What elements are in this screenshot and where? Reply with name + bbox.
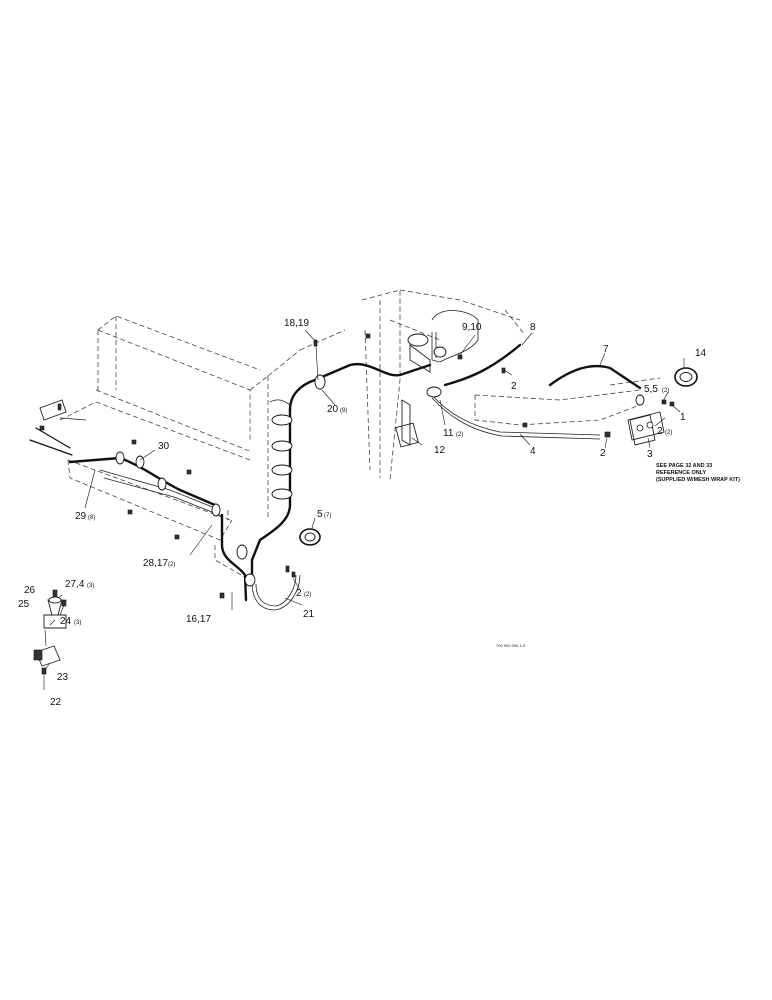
grease-fitting — [291, 571, 296, 578]
callout-27-4: 27,4 — [65, 579, 85, 590]
callout-25: 25 — [18, 599, 30, 610]
callout-29: 29 — [75, 511, 87, 522]
grease-hose-far-left — [29, 427, 73, 456]
callout-5-qty: (7) — [324, 513, 331, 519]
callout-5-5: 5,5 — [644, 384, 658, 395]
callout-7: 7 — [603, 344, 609, 355]
callout-2: 2 — [511, 381, 517, 392]
grease-hose-lower — [220, 513, 248, 602]
reference-note-line-3: (SUPPLIED W/MESH WRAP KIT) — [656, 477, 740, 483]
callout-2-right-qty: (2) — [665, 430, 672, 436]
hose-clamp — [407, 333, 429, 347]
callout-14: 14 — [695, 348, 707, 359]
grease-fitting — [365, 333, 371, 339]
callout-5: 5 — [317, 509, 323, 520]
machine-frame-outline — [59, 289, 661, 581]
grease-fitting — [219, 592, 225, 599]
callout-30: 30 — [158, 441, 170, 452]
grease-fitting — [285, 565, 290, 573]
drawing-number: 700 902 000-1-0 — [496, 643, 526, 648]
callout-12: 12 — [434, 445, 446, 456]
leader-lines — [45, 329, 685, 669]
callout-21: 21 — [303, 609, 315, 620]
grease-fitting — [522, 422, 528, 428]
grease-fitting — [174, 534, 180, 540]
callout-24: 24 — [60, 616, 72, 627]
grease-fitting — [457, 354, 463, 360]
washers — [299, 367, 698, 546]
grease-fitting — [39, 425, 45, 431]
reference-note-line-2: REFERENCE ONLY — [656, 470, 707, 476]
callout-28-17: 28,17 — [143, 558, 168, 569]
hose-clamp — [433, 346, 447, 358]
callout-3: 3 — [647, 449, 653, 460]
callout-11: 11 — [443, 428, 454, 439]
callout-8: 8 — [530, 322, 536, 333]
hose-clamp — [236, 544, 248, 560]
bolt-22 — [41, 667, 47, 675]
bolt-18 — [313, 339, 318, 347]
grease-bank-block — [627, 411, 665, 441]
fitting-assembly-detail — [33, 589, 67, 690]
part-callouts: 18,19 9,10 8 7 14 2 20 (8) 11 (2) 12 4 2… — [18, 318, 740, 708]
grease-hose-8 — [443, 343, 522, 387]
hose-clamp — [635, 394, 645, 406]
callout-23: 23 — [57, 672, 69, 683]
callout-2-lower-center-qty: (2) — [304, 592, 311, 598]
callout-2-right: 2 — [657, 426, 663, 437]
callout-11-qty: (2) — [456, 432, 463, 438]
grease-fitting — [669, 401, 675, 407]
grease-fitting — [604, 431, 611, 438]
callout-20: 20 — [327, 404, 339, 415]
hose-clamp — [314, 374, 326, 390]
reference-note-line-1: SEE PAGE 32 AND 33 — [656, 463, 712, 469]
callout-2-lower-center: 2 — [296, 588, 302, 599]
hose-clamp — [157, 477, 167, 491]
grease-tubes — [59, 310, 601, 611]
callout-26: 26 — [24, 585, 36, 596]
hose-clamp — [211, 503, 221, 517]
grease-fitting — [661, 399, 667, 405]
hose-clamp — [271, 488, 293, 500]
grease-fittings — [39, 333, 675, 599]
callout-22: 22 — [50, 697, 62, 708]
callout-24-qty: (3) — [74, 620, 81, 626]
callout-1: 1 — [680, 412, 686, 423]
callout-4: 4 — [530, 446, 536, 457]
hose-clamp — [271, 464, 293, 476]
grease-fitting — [131, 439, 137, 445]
callout-16-17: 16,17 — [186, 614, 211, 625]
grease-hose-vertical-run — [250, 408, 292, 582]
grease-fitting — [57, 403, 62, 411]
callout-27-4-qty: (3) — [87, 583, 94, 589]
grease-hoses — [29, 343, 642, 602]
callout-28-17-qty: (2) — [168, 562, 175, 568]
hose-clamp — [271, 440, 293, 452]
hose-clamp — [271, 414, 293, 426]
grease-fitting — [186, 469, 192, 475]
callout-20-qty: (8) — [340, 408, 347, 414]
callout-5-5-qty: (2) — [662, 388, 669, 394]
grease-hose-7 — [548, 364, 642, 390]
hose-clamps — [115, 333, 645, 587]
hose-clamp — [115, 451, 125, 465]
mounting-brackets — [39, 344, 656, 448]
grease-hose-upper-left — [288, 362, 432, 412]
hose-clamp — [244, 573, 256, 587]
callout-29-qty: (8) — [88, 515, 95, 521]
grease-fitting — [127, 509, 133, 515]
callout-9-10: 9,10 — [462, 322, 482, 333]
callout-18-19: 18,19 — [284, 318, 309, 329]
callout-2-lower: 2 — [600, 448, 606, 459]
hose-clamp — [426, 386, 442, 398]
